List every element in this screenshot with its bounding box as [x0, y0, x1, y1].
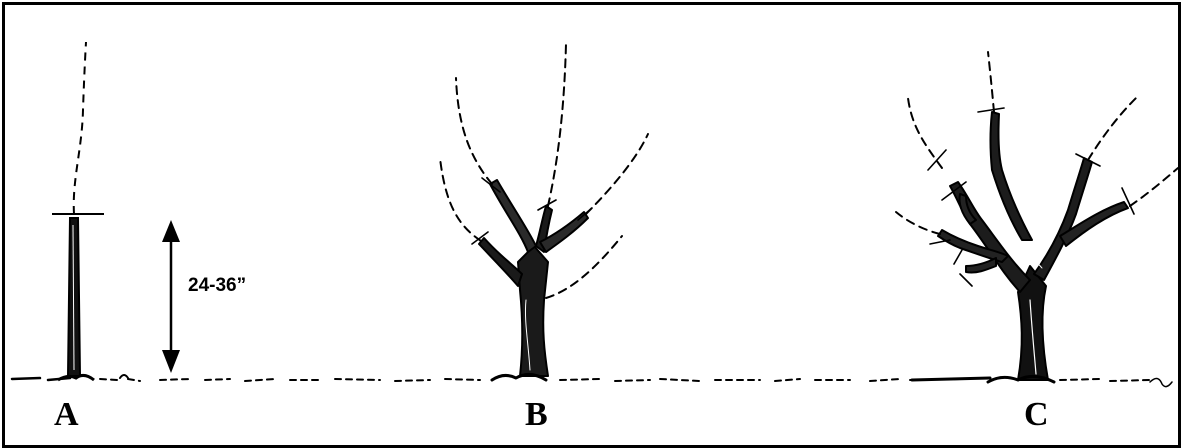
panel-label-a: A — [54, 396, 79, 433]
tree-a — [52, 41, 104, 382]
tree-c — [895, 51, 1179, 384]
tree-b — [439, 43, 649, 382]
panel-label-c: C — [1024, 396, 1049, 433]
height-arrow — [162, 220, 180, 373]
height-range-label: 24-36” — [188, 275, 247, 296]
panel-label-b: B — [525, 396, 548, 433]
